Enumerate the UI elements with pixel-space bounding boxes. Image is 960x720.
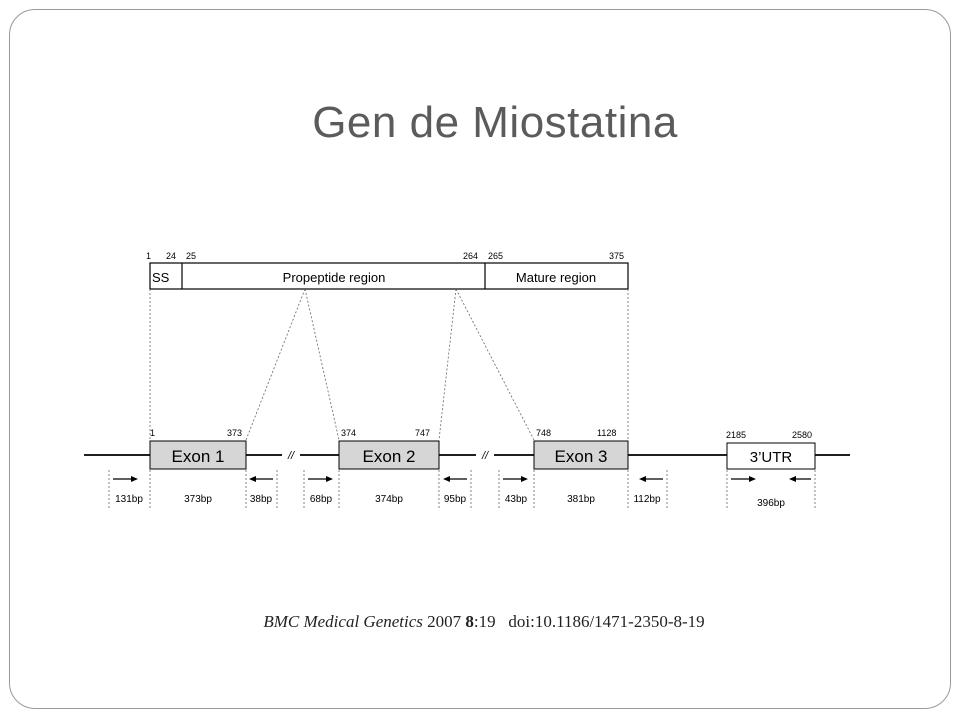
forward-primer-arrow [731, 476, 756, 482]
projection-lines [149, 288, 629, 441]
exon-2-start: 374 [341, 428, 356, 438]
position-264: 264 [463, 251, 478, 261]
citation-volume: 8 [465, 612, 474, 631]
slide-frame [9, 9, 951, 709]
fragment-label: 112bp [633, 494, 661, 505]
utr-label: 3’UTR [750, 449, 793, 466]
exon-2: Exon 2 374 747 [338, 428, 440, 470]
exon-2-label: Exon 2 [363, 447, 416, 466]
position-375: 375 [609, 251, 624, 261]
exon-1-box [149, 440, 247, 470]
exon-3-length: 381bp [567, 494, 595, 505]
reverse-primer-arrow [443, 476, 467, 482]
forward-primer-arrow [113, 476, 138, 482]
slide-title: Gen de Miostatina [312, 98, 678, 147]
protein-bar: SS Propeptide region Mature region 1 24 … [146, 251, 629, 290]
position-265: 265 [488, 251, 503, 261]
exon-3-end: 1128 [597, 428, 616, 438]
exon-3: Exon 3 748 1128 [533, 428, 629, 470]
exon-1-label: Exon 1 [172, 447, 225, 466]
utr-start: 2185 [726, 430, 746, 440]
fragment-label: 43bp [505, 494, 528, 505]
reverse-primer-arrow [249, 476, 273, 482]
position-1: 1 [146, 251, 151, 261]
reverse-primer-arrow [639, 476, 663, 482]
citation-journal: BMC Medical Genetics [263, 612, 423, 631]
position-25: 25 [186, 251, 196, 261]
primer-arrows [113, 476, 811, 482]
fragment-guides [108, 470, 816, 510]
exon-3-start: 748 [536, 428, 551, 438]
position-24: 24 [166, 251, 176, 261]
exon-3-label: Exon 3 [555, 447, 608, 466]
utr-3: 3’UTR 2185 2580 [726, 430, 816, 470]
region-label-ss: SS [152, 270, 170, 285]
projection-line [455, 288, 535, 441]
exon-2-length: 374bp [375, 494, 403, 505]
fragment-label: 95bp [444, 494, 467, 505]
citation-year: 2007 [427, 612, 462, 631]
region-label-mature: Mature region [516, 270, 596, 285]
projection-line [304, 288, 340, 441]
exon-1-start: 1 [150, 428, 155, 438]
fragment-label: 131bp [115, 494, 143, 505]
citation: BMC Medical Genetics 2007 8:19 doi:10.11… [0, 612, 960, 632]
break-mark: // [287, 450, 295, 462]
projection-line [245, 288, 306, 441]
fragment-label: 38bp [250, 494, 273, 505]
forward-primer-arrow [308, 476, 333, 482]
utr-box [726, 442, 816, 470]
exon-3-box [533, 440, 629, 470]
exon-1: Exon 1 1 373 [149, 428, 247, 470]
utr-end: 2580 [792, 430, 812, 440]
projection-line [438, 288, 457, 441]
exon-2-box [338, 440, 440, 470]
exon-2-end: 747 [415, 428, 430, 438]
fragment-label: 68bp [310, 494, 333, 505]
citation-page: :19 [473, 612, 496, 631]
protein-outline [149, 262, 629, 290]
utr-length: 396bp [757, 498, 785, 509]
forward-primer-arrow [503, 476, 528, 482]
reverse-primer-arrow [789, 476, 811, 482]
exon-1-end: 373 [227, 428, 242, 438]
break-mark: // [481, 450, 489, 462]
region-label-propeptide: Propeptide region [283, 270, 386, 285]
citation-doi: doi:10.1186/1471-2350-8-19 [508, 612, 705, 631]
fragment-labels: 131bp 373bp 38bp 68bp 374bp 95bp 43bp 38… [115, 494, 785, 509]
exon-1-length: 373bp [184, 494, 212, 505]
